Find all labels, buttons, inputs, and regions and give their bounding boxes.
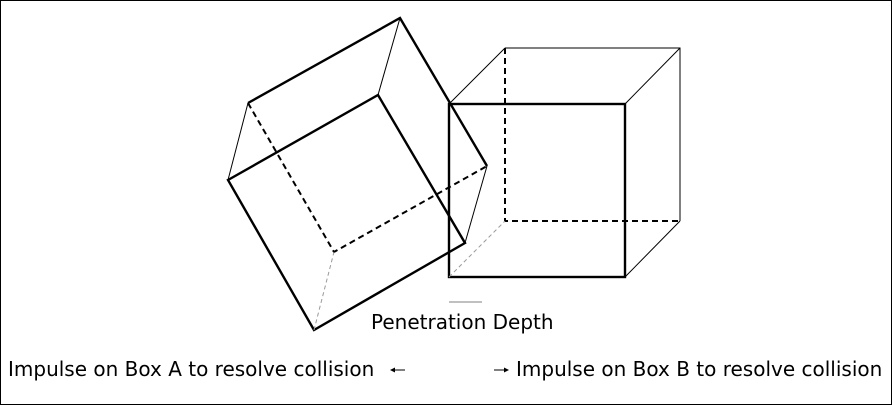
impulse-box-a-label: Impulse on Box A to resolve collision — [8, 357, 375, 381]
box-a-back-top-edges — [247, 16, 489, 167]
box-a — [226, 16, 489, 332]
box-b-connector-bl-hidden — [448, 220, 506, 278]
box-a-connector-tl — [227, 102, 249, 181]
box-a-connector-tr — [377, 17, 401, 96]
box-b-connector-tl — [448, 47, 506, 105]
impulse-a-arrow — [390, 367, 405, 373]
box-b-connector-tr — [624, 47, 681, 105]
impulse-b-arrow — [494, 367, 509, 373]
box-b — [447, 47, 681, 279]
impulse-box-b-label: Impulse on Box B to resolve collision — [516, 357, 883, 381]
box-a-connector-br — [464, 165, 488, 244]
box-a-connector-bl-hidden — [313, 251, 335, 331]
box-a-back-hidden-edges — [247, 102, 488, 254]
box-b-connector-br — [624, 220, 681, 278]
box-b-back-hidden-edges — [504, 48, 680, 222]
penetration-depth-label: Penetration Depth — [371, 310, 554, 334]
box-b-front-face — [447, 102, 627, 279]
box-b-back-visible-edges — [505, 47, 681, 221]
